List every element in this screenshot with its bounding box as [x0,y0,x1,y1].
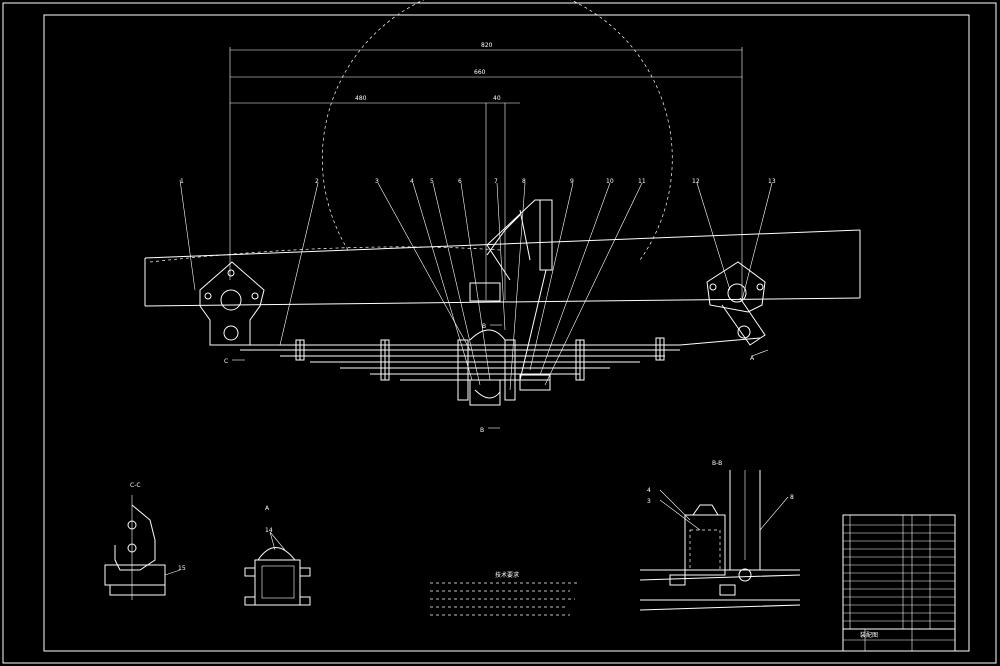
view-title-c: C-C [130,482,141,489]
balloon-1: 1 [180,178,184,185]
balloon-b-3: 3 [647,498,651,505]
technical-notes: 技术要求 [430,571,580,616]
balloon-14: 14 [265,527,273,534]
inner-frame [43,14,970,652]
balloon-3: 3 [375,178,379,185]
front-bracket [179,179,265,346]
wheel-outline [321,0,673,261]
section-markers: C B B A [224,323,769,434]
rear-bracket [706,261,766,346]
balloon-10: 10 [606,178,614,185]
notes-title: 技术要求 [495,571,519,579]
balloon-4: 4 [410,178,414,185]
balloon-7: 7 [494,178,498,185]
view-title-b: B-B [712,460,722,467]
balloon-labels: 1 2 3 4 5 6 7 8 9 10 11 12 13 [180,178,776,185]
balloon-9: 9 [570,178,574,185]
balloon-b-4: 4 [647,487,651,494]
section-view-b: B-B 4 3 8 [639,460,801,611]
shock-absorber [486,199,553,381]
dim-offset: 40 [493,95,501,102]
balloon-b-8: 8 [790,494,794,501]
balloon-13: 13 [768,178,776,185]
u-bolt-assembly [457,282,551,406]
balloon-6: 6 [458,178,462,185]
section-view-c: C-C 15 [104,482,186,600]
title-block: 装配图 [842,514,956,652]
dim-overall: 820 [481,42,493,49]
dim-half: 480 [355,95,367,102]
balloon-5: 5 [430,178,434,185]
dim-span: 660 [474,69,486,76]
view-title-a: A [265,505,270,512]
dimension-lines: 820 660 480 40 [229,42,743,300]
balloon-8: 8 [522,178,526,185]
section-mark-b-bottom: B [480,427,484,434]
balloon-2: 2 [315,178,319,185]
balloon-11: 11 [638,178,646,185]
balloon-12: 12 [692,178,700,185]
balloon-15: 15 [178,565,186,572]
section-view-a: A 14 [244,505,311,606]
section-mark-a: A [750,355,755,362]
section-mark-b-top: B [482,323,486,330]
section-mark-c: C [224,358,228,365]
leaf-spring [230,337,761,381]
leader-lines [279,182,773,391]
title-block-title: 装配图 [860,631,878,639]
